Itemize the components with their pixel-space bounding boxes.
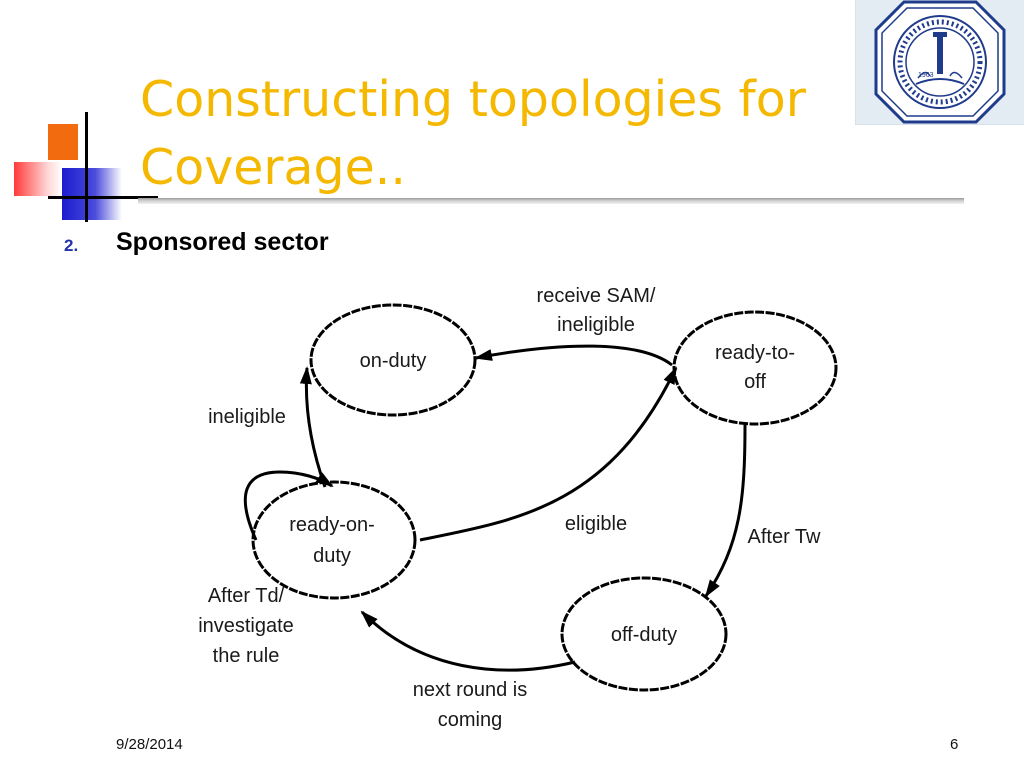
slide-title-line-1: Constructing topologies for <box>140 71 806 128</box>
arrow-off-duty-to-ready-on-duty <box>360 610 576 672</box>
transition-label-next-round: next round is <box>413 679 528 701</box>
arrow-ready-on-duty-to-ready-to-off <box>419 366 678 542</box>
transition-label-after-tw: After Tw <box>748 526 822 548</box>
transition-label-after-td: After Td/ <box>208 585 285 607</box>
transition-label-receive-sam-ineligible: ineligible <box>557 314 635 336</box>
state-label-off-duty: off-duty <box>611 624 677 646</box>
decor-orange-square <box>48 124 78 160</box>
decor-vertical-line <box>85 112 88 222</box>
transition-label-investigate: investigate <box>198 615 294 637</box>
state-label-ready-on-duty-1: ready-on- <box>289 514 375 536</box>
decor-horizontal-line <box>48 196 158 199</box>
transition-label-the-rule: the rule <box>213 645 280 667</box>
state-ready-to-off <box>672 310 838 426</box>
decor-blue-square <box>62 168 122 220</box>
state-label-on-duty: on-duty <box>360 350 427 372</box>
arrow-ready-to-off-to-on-duty <box>474 344 673 367</box>
slide-title: Constructing topologies for Coverage.. <box>140 66 840 202</box>
state-label-ready-to-off-1: ready-to- <box>715 342 795 364</box>
state-label-ready-to-off-2: off <box>744 371 766 393</box>
state-label-ready-on-duty-2: duty <box>313 545 351 567</box>
decor-red-square <box>14 162 62 196</box>
arrow-ready-on-duty-self-loop <box>243 470 334 541</box>
state-ready-on-duty <box>251 480 417 600</box>
arrow-ready-to-off-to-off-duty <box>704 424 747 598</box>
university-logo: 1963 <box>855 0 1024 125</box>
page-number: 6 <box>950 736 959 753</box>
transition-label-receive-sam: receive SAM/ <box>537 285 656 307</box>
state-off-duty <box>560 576 728 692</box>
title-underline <box>138 198 964 204</box>
transition-label-ineligible: ineligible <box>208 406 286 428</box>
transition-label-coming: coming <box>438 709 502 731</box>
footer-date: 9/28/2014 <box>116 736 183 753</box>
bullet-text: Sponsored sector <box>116 228 329 256</box>
slide-title-line-2: Coverage.. <box>140 139 406 196</box>
bullet-number: 2. <box>64 236 79 255</box>
transition-label-eligible: eligible <box>565 513 627 535</box>
logo-year: 1963 <box>918 72 934 79</box>
university-seal-icon: 1963 <box>874 0 1006 124</box>
